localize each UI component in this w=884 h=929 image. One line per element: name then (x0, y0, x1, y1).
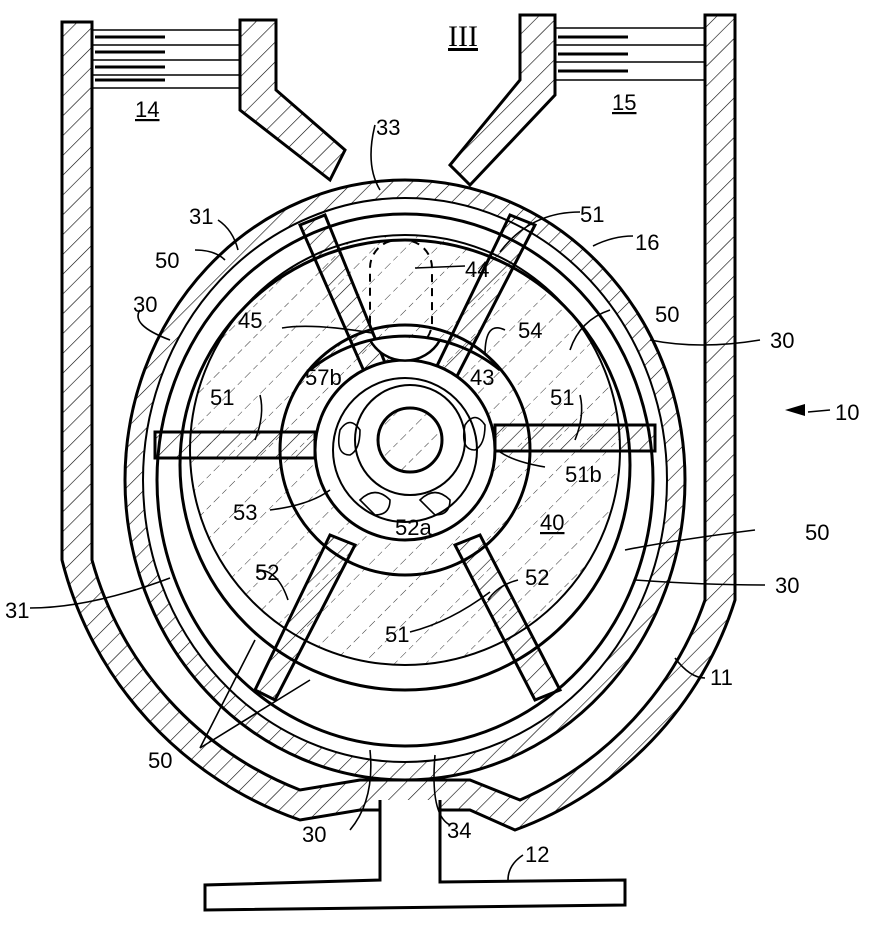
label-31-left: 31 (5, 598, 29, 623)
label-50-topleft: 50 (155, 248, 179, 273)
label-30-right: 30 (770, 328, 794, 353)
view-label: III (448, 20, 478, 53)
label-45: 45 (238, 308, 262, 333)
outlet-port-lines (555, 27, 705, 81)
label-51b: 51b (565, 462, 602, 487)
mount-base-12 (203, 800, 627, 912)
label-51-bottom: 51 (385, 622, 409, 647)
leader-lines (29, 124, 831, 881)
label-33: 33 (376, 115, 400, 140)
cavity-45 (309, 334, 501, 372)
label-40: 40 (540, 510, 564, 535)
label-10: 10 (835, 400, 859, 425)
arrow-10-icon (785, 404, 805, 416)
label-30-bottom: 30 (302, 822, 326, 847)
label-34: 34 (447, 818, 471, 843)
label-15: 15 (612, 90, 636, 115)
label-52-right: 52 (525, 565, 549, 590)
housing-11 (60, 13, 737, 832)
label-44: 44 (465, 257, 489, 282)
label-30-right-lower: 30 (775, 573, 799, 598)
label-51-top: 51 (580, 202, 604, 227)
label-50-right: 50 (655, 302, 679, 327)
label-52a: 52a (395, 515, 432, 540)
label-51-left: 51 (210, 385, 234, 410)
label-31-top: 31 (189, 204, 213, 229)
label-16: 16 (635, 230, 659, 255)
inlet-port-lines (92, 29, 240, 89)
label-30-left: 30 (133, 292, 157, 317)
vane-lower-right (452, 533, 563, 702)
label-50-right-lower: 50 (805, 520, 829, 545)
label-52-left: 52 (255, 560, 279, 585)
label-14: 14 (135, 97, 159, 122)
shaft-43 (376, 406, 444, 474)
vane-lower-left (253, 533, 358, 703)
label-50-bottomleft: 50 (148, 748, 172, 773)
labels: III 14 15 33 31 50 51 16 44 30 45 54 50 … (5, 20, 859, 867)
label-53: 53 (233, 500, 257, 525)
label-54: 54 (518, 318, 542, 343)
vane-left (153, 430, 317, 460)
plunger-44 (369, 239, 433, 351)
label-11: 11 (710, 665, 733, 690)
label-43: 43 (470, 365, 494, 390)
label-57b: 57b (305, 365, 342, 390)
hub-assembly (313, 358, 497, 542)
label-51-right: 51 (550, 385, 574, 410)
label-12: 12 (525, 842, 549, 867)
